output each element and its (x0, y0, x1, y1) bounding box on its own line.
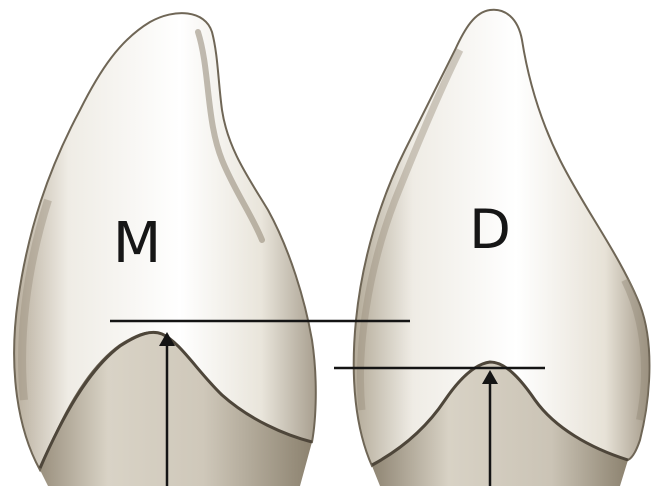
mesial-label: M (113, 211, 161, 276)
distal-label: D (469, 198, 511, 261)
mesial-tooth (14, 13, 316, 486)
